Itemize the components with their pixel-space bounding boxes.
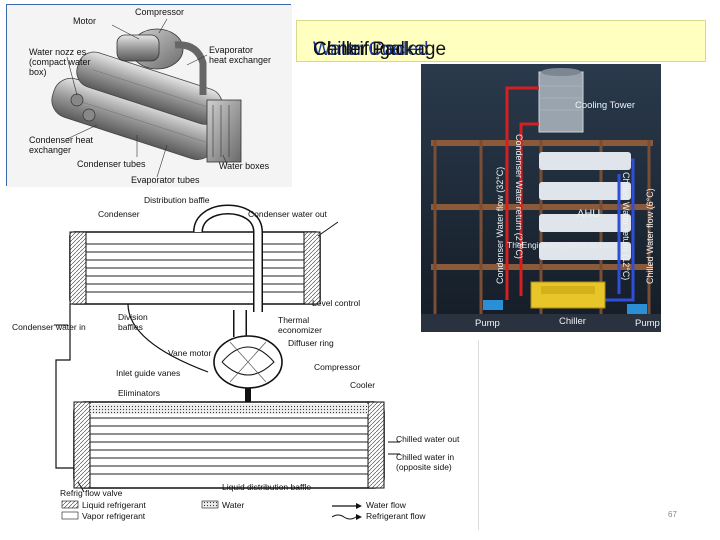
label-water-nozzles: Water nozz es xyxy=(29,47,87,57)
slide-title-box: Centrifugal Water Cooled Chiller Package xyxy=(296,20,706,62)
label-vane-motor: Vane motor xyxy=(168,348,212,358)
cooling-tower-drawing xyxy=(421,64,661,332)
label-diffuser-ring: Diffuser ring xyxy=(288,338,334,348)
label-condenser-water-flow: Condenser Water flow (32°C) xyxy=(495,166,505,284)
label-ahu: AHU xyxy=(577,208,601,220)
label-liquid-distribution-baffle: Liquid distribution baffle xyxy=(222,482,312,492)
label-inlet-guide-vanes: Inlet guide vanes xyxy=(116,368,181,378)
label-compressor-photo: Compressor xyxy=(135,7,185,17)
cooling-tower-diagram: Cooling Tower AHU TheEngineeringMindset.… xyxy=(421,64,661,332)
label-compressor-schematic: Compressor xyxy=(314,362,361,372)
chiller-photo-drawing xyxy=(7,5,292,187)
label-evaporator-tubes: Evaporator tubes xyxy=(131,175,200,185)
label-chilled-water-in: Chilled water in xyxy=(396,452,455,462)
legend-refrigerant-flow: Refrigerant flow xyxy=(366,511,426,521)
label-chilled-water-in-2: (opposite side) xyxy=(396,462,452,472)
label-refrig-flow-valve: Refrig flow valve xyxy=(60,488,123,498)
label-evaporator-hx-2: heat exchanger xyxy=(209,55,272,65)
title-prefix: Centrifugal xyxy=(313,39,405,60)
label-pump-right: Pump xyxy=(635,318,660,329)
legend-water-flow: Water flow xyxy=(366,500,406,510)
label-watermark: TheEngineeringMindset.com xyxy=(507,240,616,250)
label-condenser-water-return: Condenser Water return (27°C) xyxy=(514,134,524,259)
chiller-schematic: Distribution baffle Condenser Condenser … xyxy=(8,192,478,532)
label-cooler: Cooler xyxy=(350,380,376,390)
label-condenser-tubes: Condenser tubes xyxy=(77,159,146,169)
label-distribution-baffle: Distribution baffle xyxy=(144,195,210,205)
label-chiller: Chiller xyxy=(559,316,586,327)
label-evaporator-hx: Evaporator xyxy=(209,45,254,55)
label-chilled-water-return: Chilled Water return (12°C) xyxy=(621,172,631,281)
label-level-control: Level control xyxy=(312,298,361,308)
label-thermal-economizer-2: economizer xyxy=(278,325,322,335)
label-chilled-water-flow: Chilled Water flow (6°C) xyxy=(645,188,655,284)
label-division-baffles-2: baffles xyxy=(118,322,143,332)
label-chilled-water-out: Chilled water out xyxy=(396,434,460,444)
label-pump-left: Pump xyxy=(475,318,500,329)
title-suffix: Chiller Package xyxy=(313,39,447,60)
label-motor: Motor xyxy=(73,16,97,26)
title-highlight: Water Cooled xyxy=(313,39,429,60)
label-condenser-hx-2: exchanger xyxy=(29,145,72,155)
label-cooling-tower: Cooling Tower xyxy=(575,100,636,111)
legend-water: Water xyxy=(222,500,245,510)
label-eliminators: Eliminators xyxy=(118,388,161,398)
label-condenser: Condenser xyxy=(98,209,140,219)
label-condenser-hx: Condenser heat xyxy=(29,135,94,145)
page-number: 67 xyxy=(668,510,677,519)
label-water-nozzles-3: box) xyxy=(29,67,47,77)
schematic-drawing xyxy=(54,204,400,520)
label-division-baffles: Division xyxy=(118,312,148,322)
label-water-nozzles-2: (compact water xyxy=(29,57,91,67)
divider-line xyxy=(478,340,479,530)
legend-liquid-refrigerant: Liquid refrigerant xyxy=(82,500,146,510)
label-condenser-water-in: Condenser water in xyxy=(12,322,86,332)
label-condenser-water-out: Condenser water out xyxy=(248,209,327,219)
legend-vapor-refrigerant: Vapor refrigerant xyxy=(82,511,146,521)
label-thermal-economizer: Thermal xyxy=(278,315,310,325)
chiller-photo: Motor Compressor Water nozz es (compact … xyxy=(6,4,292,187)
label-water-boxes: Water boxes xyxy=(219,161,270,171)
